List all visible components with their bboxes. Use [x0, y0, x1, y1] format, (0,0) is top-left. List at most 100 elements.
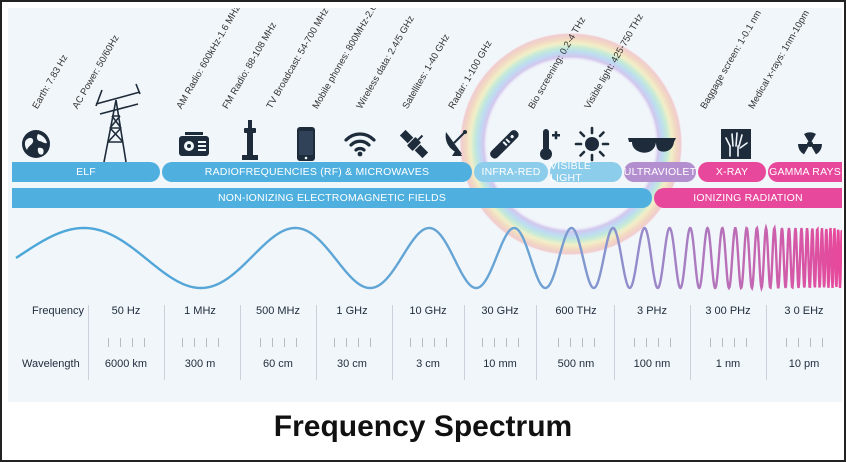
frequency-value: 1 MHz: [184, 305, 216, 317]
scale-tick: [746, 338, 747, 347]
column-divider: [392, 305, 393, 380]
scale-tick: [334, 338, 335, 347]
frequency-value: 50 Hz: [111, 305, 141, 317]
scale-tick: [120, 338, 121, 347]
scale-tick: [346, 338, 347, 347]
frequency-row-label: Frequency: [32, 305, 84, 317]
wavelength-value: 6000 km: [104, 358, 148, 370]
sun-icon: [574, 126, 610, 162]
scale-tick: [786, 338, 787, 347]
scale-tick: [218, 338, 219, 347]
wavelength-value: 10 mm: [483, 358, 517, 370]
scale-tick: [634, 338, 635, 347]
band-visible-light: VISIBLE LIGHT: [550, 160, 622, 184]
column-divider: [316, 305, 317, 380]
remote-control-icon: [490, 130, 519, 159]
frequency-value: 3 0 EHz: [784, 305, 824, 317]
scale-tick: [658, 338, 659, 347]
band-infrared: INFRA-RED: [474, 162, 548, 182]
column-divider: [464, 305, 465, 380]
scale-tick: [798, 338, 799, 347]
scale-tick: [410, 338, 411, 347]
scale-tick: [822, 338, 823, 347]
scale-tick: [260, 338, 261, 347]
power-line-tower-icon: [95, 83, 141, 163]
wave-graphic: [15, 223, 842, 293]
scale-tick: [570, 338, 571, 347]
scale-tick: [370, 338, 371, 347]
scale-tick: [434, 338, 435, 347]
scale-tick: [506, 338, 507, 347]
wavelength-value: 1 nm: [715, 358, 741, 370]
wavelength-value: 60 cm: [263, 358, 293, 370]
wavelength-value: 30 cm: [337, 358, 367, 370]
wavelength-value: 500 nm: [557, 358, 595, 370]
band-elf: ELF: [12, 162, 160, 182]
wavelength-value: 300 m: [184, 358, 216, 370]
frequency-value: 1 GHz: [336, 305, 368, 317]
wavelength-value: 10 pm: [788, 358, 820, 370]
radiation-icon: [798, 132, 822, 155]
class-non-ionizing: NON-IONIZING ELECTROMAGNETIC FIELDS: [12, 188, 652, 208]
band-gamma-rays: GAMMA RAYS: [768, 162, 842, 182]
mobile-phone-icon: [297, 127, 315, 161]
scale-tick: [194, 338, 195, 347]
scale-tick: [144, 338, 145, 347]
scale-tick: [646, 338, 647, 347]
radio-tower-icon: [242, 120, 258, 160]
scale-tick: [358, 338, 359, 347]
class-ionizing: IONIZING RADIATION: [654, 188, 842, 208]
scale-tick: [582, 338, 583, 347]
scale-tick: [182, 338, 183, 347]
column-divider: [164, 305, 165, 380]
frequency-value: 3 PHz: [637, 305, 667, 317]
frequency-value: 30 GHz: [481, 305, 519, 317]
satellite-icon: [399, 129, 429, 159]
spectrum-panel: Earth: 7.83 Hz AC Power: 50/60Hz AM Radi…: [8, 8, 842, 402]
sunglasses-icon: [628, 138, 676, 153]
scale-tick: [594, 338, 595, 347]
column-divider: [766, 305, 767, 380]
scale-tick: [108, 338, 109, 347]
thermometer-icon: [540, 129, 560, 160]
scale-tick: [284, 338, 285, 347]
scale-tick: [734, 338, 735, 347]
frequency-value: 10 GHz: [409, 305, 447, 317]
frequency-value: 3 00 PHz: [705, 305, 751, 317]
radar-dish-icon: [445, 130, 467, 156]
scale-tick: [670, 338, 671, 347]
column-divider: [240, 305, 241, 380]
frequency-value: 500 MHz: [255, 305, 301, 317]
scale-tick: [558, 338, 559, 347]
scale-tick: [446, 338, 447, 347]
scale-tick: [518, 338, 519, 347]
scale-tick: [494, 338, 495, 347]
wave-line: [15, 223, 842, 293]
scale-tick: [272, 338, 273, 347]
figure-title: Frequency Spectrum: [273, 410, 573, 443]
scale-tick: [132, 338, 133, 347]
wavelength-value: 3 cm: [416, 358, 440, 370]
band-xray: X-RAY: [698, 162, 766, 182]
wavelength-row-label: Wavelength: [22, 358, 80, 370]
scale-tick: [710, 338, 711, 347]
frequency-value: 600 THz: [555, 305, 597, 317]
column-divider: [88, 305, 89, 380]
wifi-icon: [344, 132, 376, 157]
column-divider: [690, 305, 691, 380]
xray-hand-icon: [721, 129, 751, 159]
wavelength-value: 100 nm: [633, 358, 671, 370]
radio-icon: [179, 132, 209, 156]
band-radiofrequencies: RADIOFREQUENCIES (RF) & MICROWAVES: [162, 162, 472, 182]
scale-tick: [722, 338, 723, 347]
scale-tick: [206, 338, 207, 347]
scale-tick: [810, 338, 811, 347]
globe-icon: [22, 130, 50, 158]
band-ultraviolet: ULTRAVIOLET: [624, 162, 696, 182]
column-divider: [614, 305, 615, 380]
scale-tick: [296, 338, 297, 347]
scale-tick: [482, 338, 483, 347]
scale-tick: [422, 338, 423, 347]
column-divider: [536, 305, 537, 380]
